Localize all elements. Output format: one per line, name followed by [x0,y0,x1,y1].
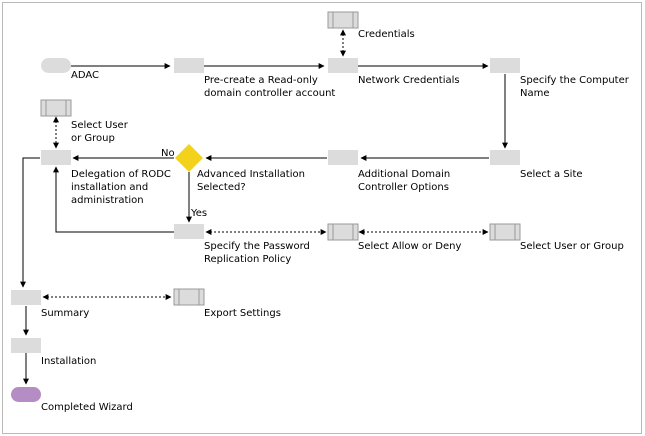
label-delegation-line2: installation and [71,182,148,193]
labels: ADAC Pre-create a Read-only domain contr… [41,29,630,413]
select-user-group-right-subprocess [489,223,521,241]
label-delegation-line1: Delegation of RODC [71,169,171,180]
label-select-user-group-top-line2: or Group [71,133,115,144]
select-user-group-top-subprocess [40,99,72,117]
label-select-user-group-top-line1: Select User [71,120,129,131]
label-specify-computer-line1: Specify the Computer [520,75,630,86]
credentials-subprocess [327,11,359,29]
label-additional-options-line1: Additional Domain [358,169,450,180]
network-credentials-box [328,58,358,73]
label-precreate-line1: Pre-create a Read-only [204,75,318,86]
label-credentials: Credentials [358,29,415,40]
label-specify-computer-line2: Name [520,88,550,99]
installation-box [11,338,41,353]
summary-box [11,290,41,305]
label-export-settings: Export Settings [204,308,281,319]
label-select-user-group-right: Select User or Group [520,241,624,252]
edge-password-to-delegation [53,166,174,233]
edge-label-no: No [161,148,175,159]
select-allow-deny-subprocess [327,223,359,241]
edge-label-yes: Yes [190,208,207,219]
shapes [11,11,521,402]
precreate-box [174,58,204,73]
label-advanced-line2: Selected? [197,182,246,193]
export-settings-subprocess [173,288,205,306]
decision-diamond [175,144,203,172]
label-select-site: Select a Site [520,169,583,180]
label-completed: Completed Wizard [41,402,133,413]
label-precreate-line2: domain controller account [204,88,335,99]
label-summary: Summary [41,308,89,319]
label-advanced-line1: Advanced Installation [197,169,305,180]
label-password-policy-line2: Replication Policy [204,254,291,265]
specify-computer-box [490,58,520,73]
label-installation: Installation [41,356,96,367]
additional-options-box [328,150,358,165]
label-additional-options-line2: Controller Options [358,182,449,193]
delegation-box [41,150,71,165]
label-delegation-line3: administration [71,195,144,206]
edge-delegation-to-summary [20,157,40,288]
label-password-policy-line1: Specify the Password [204,241,310,252]
connectors [20,29,508,385]
password-policy-box [174,224,204,239]
completed-terminator [11,387,41,402]
select-site-box [490,150,520,165]
label-select-allow-deny: Select Allow or Deny [358,241,462,252]
start-terminator [41,58,71,73]
label-network-credentials: Network Credentials [358,75,460,86]
label-adac: ADAC [71,70,99,81]
